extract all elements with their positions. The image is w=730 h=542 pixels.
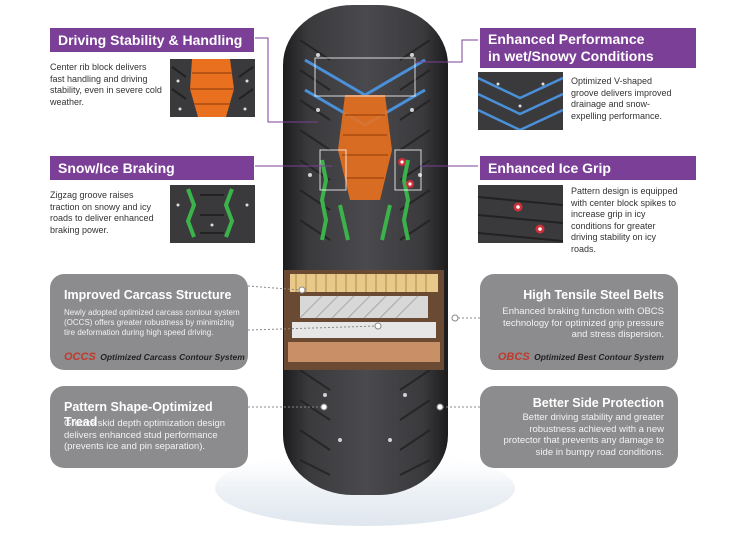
performance-title: Enhanced Performance in wet/Snowy Condit… (480, 28, 696, 68)
side-text: Better driving stability and greater rob… (503, 412, 664, 458)
obcs-logo: OBCS Optimized Best Contour System (498, 347, 664, 365)
tire-cross-section (284, 270, 444, 370)
center-rib-highlight (338, 95, 392, 200)
obcs-logo-text: Optimized Best Contour System (534, 352, 664, 362)
side-box: Better Side Protection Better driving st… (480, 386, 678, 468)
leader-lines (255, 37, 478, 167)
braking-text: Zigzag groove raises traction on snowy a… (50, 190, 154, 235)
performance-thumbnail (478, 72, 563, 130)
performance-title-line1: Enhanced Performance (488, 31, 645, 47)
occs-logo-text: Optimized Carcass Contour System (100, 352, 245, 362)
icegrip-thumbnail (478, 185, 563, 243)
carcass-text: Newly adopted optimized carcass contour … (64, 308, 240, 337)
tread-text: Groove skid depth optimization design de… (64, 418, 226, 452)
carcass-title: Improved Carcass Structure (64, 288, 232, 302)
braking-thumbnail (170, 185, 255, 243)
performance-title-line2: in wet/Snowy Conditions (488, 48, 654, 64)
stability-text: Center rib block delivers fast handling … (50, 62, 162, 107)
braking-title: Snow/Ice Braking (50, 156, 254, 180)
belts-title: High Tensile Steel Belts (523, 288, 664, 302)
stud-dots (308, 53, 422, 442)
belts-box: High Tensile Steel Belts Enhanced brakin… (480, 274, 678, 370)
occs-logo-mark: OCCS (64, 351, 96, 363)
obcs-logo-mark: OBCS (497, 351, 530, 363)
icegrip-text: Pattern design is equipped with center b… (571, 186, 678, 254)
side-title: Better Side Protection (532, 396, 664, 410)
ice-grip-stud (398, 158, 414, 188)
stability-title: Driving Stability & Handling (50, 28, 254, 52)
tire-body (283, 5, 448, 495)
stability-thumbnail (170, 59, 255, 117)
performance-text: Optimized V-shaped groove delivers impro… (571, 76, 672, 121)
occs-logo: OCCS Optimized Carcass Contour System (64, 347, 245, 365)
belts-text: Enhanced braking function with OBCS tech… (502, 306, 664, 340)
icegrip-title: Enhanced Ice Grip (480, 156, 696, 180)
carcass-box: Improved Carcass Structure Newly adopted… (50, 274, 248, 370)
tread-box: Pattern Shape-Optimized Tread Groove ski… (50, 386, 248, 468)
zigzag-groove-highlight (319, 159, 411, 241)
tread-title: Pattern Shape-Optimized Tread (64, 400, 213, 429)
